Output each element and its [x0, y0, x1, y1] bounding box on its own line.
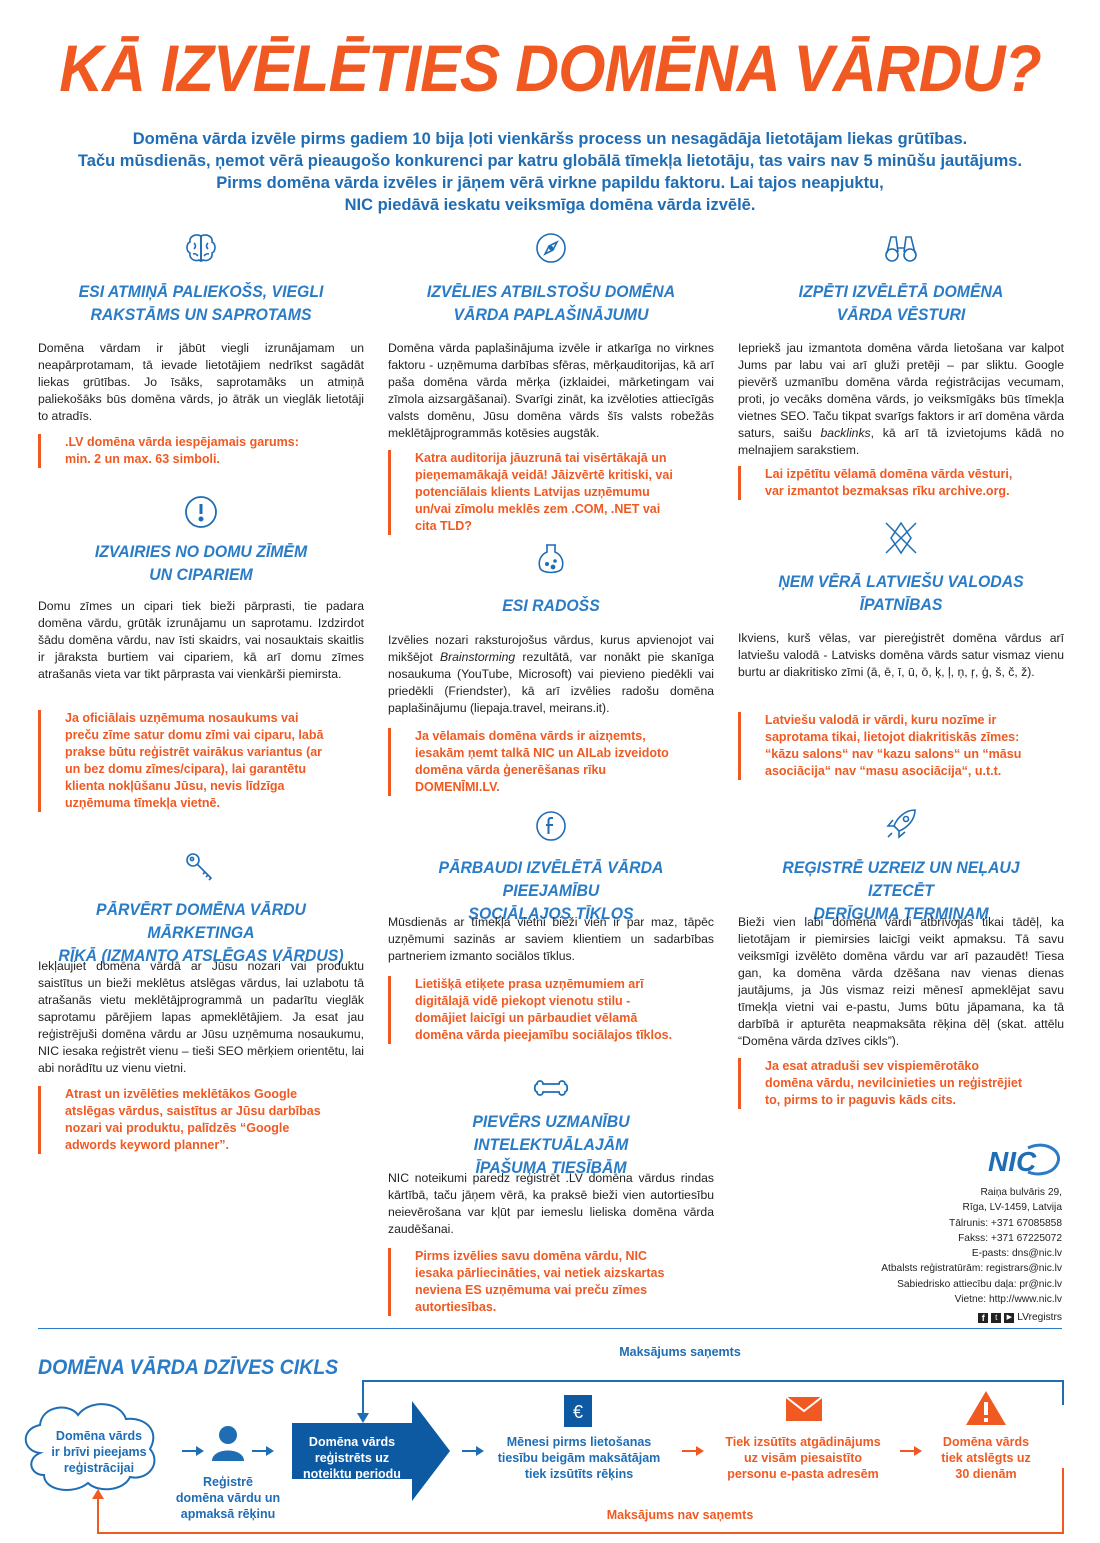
section-body: Ikviens, kurš vēlas, var piereģistrēt do…: [738, 631, 1064, 679]
person-icon: [212, 1426, 244, 1461]
step-invoice-sent: Mēnesi pirms lietošanas tiesību beigām m…: [497, 1435, 661, 1481]
contact-line: Vietne: http://www.nic.lv: [954, 1294, 1062, 1306]
section-highlight: .LV domēna vārda iespējamais garums: min…: [38, 434, 328, 468]
intro-line: Domēna vārda izvēle pirms gadiem 10 bija…: [132, 130, 968, 148]
social-handle[interactable]: LVregistrs: [1017, 1312, 1062, 1324]
bone-icon: [531, 1068, 571, 1108]
section-body: Mūsdienās ar tīmekļa vietni bieži vien i…: [388, 915, 714, 963]
big-arrow-shape: [292, 1401, 450, 1501]
section-highlight: Lietišķā etiķete prasa uzņēmumiem arī di…: [388, 976, 678, 1044]
flow-arrow: [696, 1446, 704, 1456]
step-registered-period: Domēna vārds reģistrēts uz noteiktu peri…: [303, 1435, 401, 1481]
section-heading: ESI RADOŠS: [502, 596, 600, 615]
contact-line: Tālrunis: +371 67085858: [949, 1217, 1062, 1229]
section-highlight: Ja oficiālais uzņēmuma nosaukums vai pre…: [38, 710, 328, 812]
social-row: f t ▶ LVregistrs: [762, 1310, 1062, 1325]
diacritic-cross-icon: [881, 518, 921, 558]
intro-line: NIC piedāvā ieskatu veiksmīga domēna vār…: [344, 196, 756, 214]
contact-line: Rīga, LV-1459, Latvija: [962, 1202, 1063, 1214]
facebook-icon[interactable]: f: [978, 1313, 989, 1324]
contact-line: Fakss: +371 67225072: [958, 1232, 1062, 1244]
intro-line: Taču mūsdienās, ņemot vērā pieaugošo kon…: [77, 152, 1023, 170]
euro-icon: €: [564, 1395, 592, 1427]
loop-arrowhead: [357, 1413, 369, 1423]
key-icon: [181, 848, 221, 888]
section-heading: ESI ATMIŅĀ PALIEKOŠS, VIEGLI RAKSTĀMS UN…: [78, 282, 324, 324]
flow-arrow: [266, 1446, 274, 1456]
section-highlight: Ja vēlamais domēna vārds ir aizņemts, ie…: [388, 728, 678, 796]
section-heading: IZVAIRIES NO DOMU ZĪMĒM UN CIPARIEM: [94, 542, 308, 584]
exclamation-circle-icon: [181, 492, 221, 532]
facebook-icon: [531, 806, 571, 846]
section-highlight: Pirms izvēlies savu domēna vārdu, NIC ie…: [388, 1248, 678, 1316]
contact-line: Sabiedrisko attiecību daļa: pr@nic.lv: [897, 1278, 1062, 1290]
cloud-shape: [24, 1403, 156, 1491]
flow-arrow: [914, 1446, 922, 1456]
step-free-domain: Domēna vārds ir brīvi pieejams reģistrāc…: [51, 1429, 147, 1475]
section-body: Iekļaujiet domēna vārdā ar Jūsu nozari v…: [38, 959, 364, 1075]
section-highlight: Latviešu valodā ir vārdi, kuru nozīme ir…: [738, 712, 1028, 780]
section-body: Bieži vien labi domēna vārdi atbrīvojas …: [738, 915, 1064, 1048]
compass-icon: [531, 228, 571, 268]
section-heading: PĀRBAUDI IZVĒLĒTĀ VĀRDA PIEEJAMĪBU SOCIĀ…: [438, 858, 664, 923]
section-body: Domēna vārdam ir jābūt viegli izrunājama…: [38, 341, 364, 423]
contact-info: Raiņa bulvāris 29, Rīga, LV-1459, Latvij…: [762, 1185, 1062, 1326]
payment-received-label: Maksājums saņemts: [619, 1345, 741, 1359]
step-domain-suspended: Domēna vārds tiek atslēgts uz 30 dienām: [941, 1435, 1031, 1481]
intro-text: Domēna vārda izvēle pirms gadiem 10 bija…: [60, 128, 1040, 216]
section-body: Izvēlies nozari raksturojošus vārdus, ku…: [388, 633, 714, 715]
section-body: NIC noteikumi paredz reģistrēt .LV domēn…: [388, 1171, 714, 1236]
section-body: Domu zīmes un cipari tiek bieži pārprast…: [38, 599, 364, 681]
section-highlight: Lai izpētītu vēlamā domēna vārda vēsturi…: [738, 466, 1028, 500]
section-heading: IZPĒTI IZVĒLĒTĀ DOMĒNA VĀRDA VĒSTURI: [798, 282, 1004, 324]
flow-arrow: [196, 1446, 204, 1456]
section-heading: ŅEM VĒRĀ LATVIEŠU VALODAS ĪPATNĪBAS: [778, 572, 1024, 614]
section-body: Iepriekš jau izmantota domēna vārda liet…: [738, 341, 1064, 457]
brain-icon: [181, 228, 221, 268]
payment-not-received-label: Maksājums nav saņemts: [606, 1508, 754, 1522]
binoculars-icon: [881, 228, 921, 268]
nic-logo: NIC: [986, 1142, 1062, 1178]
contact-line: Atbalsts reģistratūrām: registrars@nic.l…: [881, 1263, 1062, 1275]
payment-not-received-loop: [97, 1468, 1064, 1534]
contact-line: E-pasts: dns@nic.lv: [971, 1248, 1062, 1260]
payment-received-loop: [362, 1380, 1064, 1419]
warning-icon: [966, 1391, 1006, 1425]
svg-text:€: €: [573, 1402, 583, 1422]
step-reminder-sent: Tiek izsūtīts atgādinājums uz visām pies…: [725, 1435, 881, 1481]
contact-line: Raiņa bulvāris 29,: [980, 1187, 1062, 1198]
section-highlight: Ja esat atraduši sev vispiemērotāko domē…: [738, 1058, 1028, 1109]
intro-line: Pirms domēna vārda izvēles ir jāņem vērā…: [216, 174, 884, 192]
loop-arrowhead: [92, 1489, 104, 1499]
flow-arrow: [476, 1446, 484, 1456]
youtube-icon[interactable]: ▶: [1004, 1313, 1015, 1324]
twitter-icon[interactable]: t: [991, 1313, 1002, 1324]
section-heading: PIEVĒRS UZMANĪBU INTELEKTUĀLAJĀM ĪPAŠUMA…: [472, 1112, 630, 1177]
logo-text: NIC: [988, 1146, 1037, 1177]
potion-jar-icon: [531, 540, 571, 580]
lifecycle-title: DOMĒNA VĀRDA DZĪVES CIKLS: [38, 1356, 339, 1379]
section-highlight: Atrast un izvēlēties meklētākos Google a…: [38, 1086, 328, 1154]
section-body: Domēna vārda paplašinājuma izvēle ir atk…: [388, 341, 714, 440]
section-highlight: Katra auditorija jāuzrunā tai visērtākaj…: [388, 450, 678, 535]
lifecycle-diagram: €: [24, 1380, 1064, 1534]
section-heading: PĀRVĒRT DOMĒNA VĀRDU MĀRKETINGA RĪKĀ (IZ…: [58, 900, 344, 965]
page-title: KĀ IZVĒLĒTIES DOMĒNA VĀRDU?: [59, 31, 1042, 105]
section-heading: REĢISTRĒ UZREIZ UN NEĻAUJ IZTECĒT DERĪGU…: [782, 858, 1020, 923]
rocket-icon: [881, 804, 921, 844]
section-divider: [38, 1328, 1062, 1329]
section-heading: IZVĒLIES ATBILSTOŠU DOMĒNA VĀRDA PAPLAŠI…: [426, 282, 676, 324]
step-register-pay: Reģistrē domēna vārdu un apmaksā rēķinu: [175, 1475, 281, 1521]
envelope-icon: [785, 1396, 823, 1421]
